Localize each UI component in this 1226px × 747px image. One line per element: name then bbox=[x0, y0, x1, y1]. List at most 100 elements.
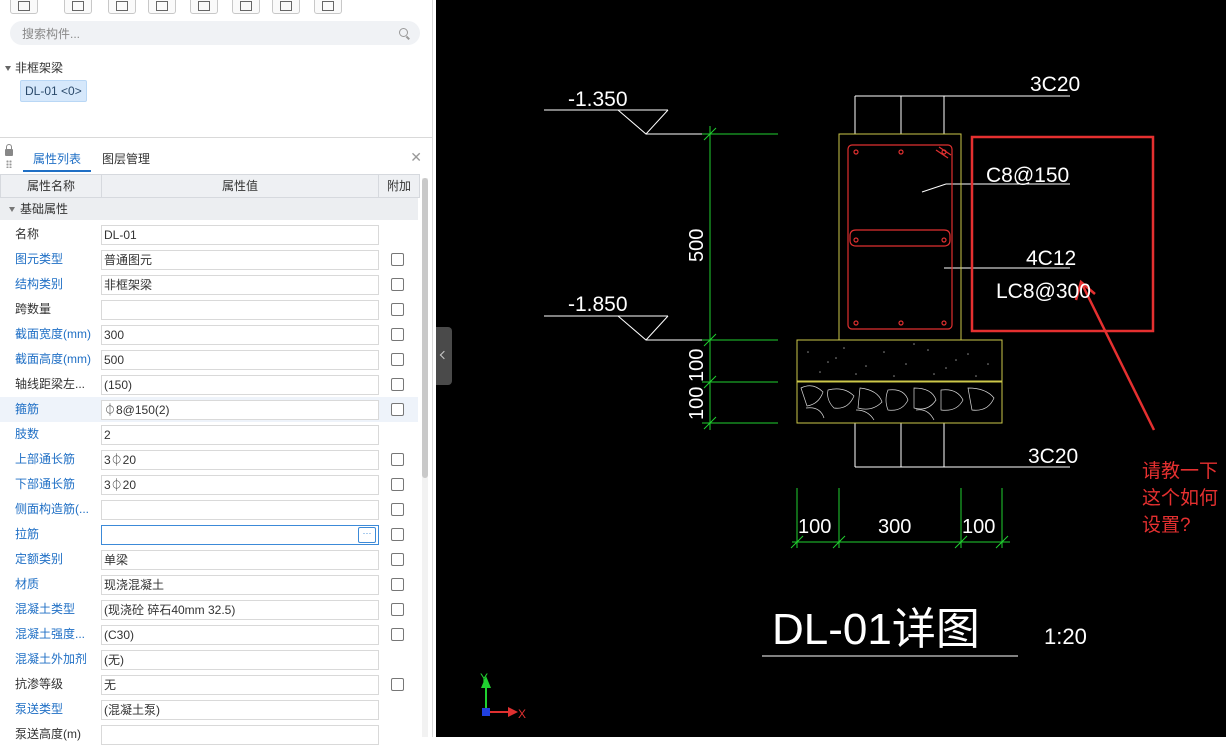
cad-canvas[interactable]: -1.350 -1.850 3C20 C8@150 4C12 LC8@300 3… bbox=[436, 0, 1226, 737]
extra-checkbox[interactable] bbox=[391, 278, 404, 291]
property-value-field[interactable]: 非框架梁 bbox=[101, 275, 379, 295]
extra-checkbox[interactable] bbox=[391, 253, 404, 266]
property-name: 混凝土外加剂 bbox=[15, 652, 88, 666]
extra-checkbox[interactable] bbox=[391, 303, 404, 316]
property-value-field[interactable]: 无 bbox=[101, 675, 379, 695]
table-row[interactable]: 侧面构造筋(... bbox=[0, 497, 418, 522]
delete-icon[interactable] bbox=[108, 0, 136, 14]
property-value-field[interactable] bbox=[101, 300, 379, 320]
layer-icon[interactable] bbox=[272, 0, 300, 14]
extra-checkbox[interactable] bbox=[391, 328, 404, 341]
search-input[interactable] bbox=[20, 24, 394, 44]
extra-checkbox[interactable] bbox=[391, 478, 404, 491]
scrollbar-thumb[interactable] bbox=[422, 178, 428, 478]
property-name: 混凝土类型 bbox=[15, 602, 76, 616]
chevron-down-icon[interactable] bbox=[9, 207, 15, 213]
drag-handle-icon[interactable] bbox=[6, 160, 12, 168]
property-value-field[interactable]: 现浇混凝土 bbox=[101, 575, 379, 595]
table-row[interactable]: 拉筋··· bbox=[0, 522, 418, 547]
extra-checkbox[interactable] bbox=[391, 628, 404, 641]
table-row[interactable]: 截面高度(mm)500 bbox=[0, 347, 418, 372]
extra-checkbox[interactable] bbox=[391, 603, 404, 616]
property-name: 截面宽度(mm) bbox=[15, 327, 91, 341]
paste-icon[interactable] bbox=[148, 0, 176, 14]
property-value-field[interactable]: 单梁 bbox=[101, 550, 379, 570]
group-basic[interactable]: 基础属性 bbox=[0, 198, 418, 220]
table-row[interactable]: 肢数 2 bbox=[0, 422, 418, 447]
property-name: 下部通长筋 bbox=[15, 477, 76, 491]
table-row[interactable]: 混凝土外加剂 (无) bbox=[0, 647, 418, 672]
table-row[interactable]: 下部通长筋 3⏀20 bbox=[0, 472, 418, 497]
table-row[interactable]: 图元类型普通图元 bbox=[0, 247, 418, 272]
property-value-field[interactable]: (混凝土泵) bbox=[101, 700, 379, 720]
property-value-field[interactable]: 500 bbox=[101, 350, 379, 370]
table-row[interactable]: 定额类别单梁 bbox=[0, 547, 418, 572]
search-icon[interactable] bbox=[399, 28, 408, 37]
lock-icon[interactable] bbox=[5, 144, 13, 156]
tie-label: LC8@300 bbox=[996, 280, 1091, 303]
property-value-field[interactable]: ⏀8@150(2) bbox=[101, 400, 379, 420]
property-value-text: (现浇砼 碎石40mm 32.5) bbox=[104, 603, 236, 617]
property-value-field[interactable]: 普通图元 bbox=[101, 250, 379, 270]
panel-collapse-handle[interactable] bbox=[436, 327, 452, 385]
property-value-field[interactable]: 3⏀20 bbox=[101, 450, 379, 470]
property-value-field[interactable] bbox=[101, 500, 379, 520]
extra-checkbox[interactable] bbox=[391, 453, 404, 466]
table-row[interactable]: 截面宽度(mm) 300 bbox=[0, 322, 418, 347]
extra-checkbox[interactable] bbox=[391, 353, 404, 366]
table-row[interactable]: 泵送类型(混凝土泵) bbox=[0, 697, 418, 722]
property-name: 材质 bbox=[15, 577, 40, 591]
table-row[interactable]: 结构类别非框架梁 bbox=[0, 272, 418, 297]
property-value-field[interactable] bbox=[101, 725, 379, 745]
table-row[interactable]: 混凝土类型 (现浇砼 碎石40mm 32.5) bbox=[0, 597, 418, 622]
header-extra: 附加 bbox=[386, 179, 411, 193]
table-row[interactable]: 箍筋⏀8@150(2) bbox=[0, 397, 418, 422]
copy-floor-icon[interactable] bbox=[190, 0, 218, 14]
property-value-field[interactable]: 2 bbox=[101, 425, 379, 445]
tab-layer-management[interactable]: 图层管理 bbox=[102, 152, 151, 166]
extra-checkbox[interactable] bbox=[391, 528, 404, 541]
extra-checkbox[interactable] bbox=[391, 403, 404, 416]
toolbar bbox=[0, 0, 432, 14]
property-value-field[interactable]: (现浇砼 碎石40mm 32.5) bbox=[101, 600, 379, 620]
extra-checkbox[interactable] bbox=[391, 378, 404, 391]
scrollbar[interactable] bbox=[422, 178, 428, 737]
property-value-field[interactable]: ··· bbox=[101, 525, 379, 545]
divider bbox=[0, 137, 432, 138]
table-row[interactable]: 泵送高度(m) bbox=[0, 722, 418, 747]
property-value-field[interactable]: 3⏀20 bbox=[101, 475, 379, 495]
extra-checkbox[interactable] bbox=[391, 553, 404, 566]
tree-item-dl01[interactable]: DL-01 <0> bbox=[20, 80, 87, 102]
table-row[interactable]: 材质 现浇混凝土 bbox=[0, 572, 418, 597]
export-icon[interactable] bbox=[314, 0, 342, 14]
property-value-text: (混凝土泵) bbox=[104, 703, 160, 717]
dim-width-mid: 300 bbox=[878, 516, 911, 538]
chevron-down-icon[interactable] bbox=[5, 66, 11, 72]
property-value-text: 普通图元 bbox=[104, 253, 153, 267]
group-label: 基础属性 bbox=[20, 202, 69, 216]
new-icon[interactable] bbox=[10, 0, 38, 14]
extra-checkbox[interactable] bbox=[391, 678, 404, 691]
tree-root[interactable]: 非框架梁 bbox=[5, 59, 63, 76]
table-row[interactable]: 混凝土强度...(C30) bbox=[0, 622, 418, 647]
property-value-field[interactable]: (无) bbox=[101, 650, 379, 670]
property-value-text: (150) bbox=[104, 378, 133, 392]
tab-property-list[interactable]: 属性列表 bbox=[23, 148, 92, 172]
copy-icon[interactable] bbox=[64, 0, 92, 14]
table-row[interactable]: 抗渗等级无 bbox=[0, 672, 418, 697]
property-value-field[interactable]: (C30) bbox=[101, 625, 379, 645]
property-value-field[interactable]: (150) bbox=[101, 375, 379, 395]
extra-checkbox[interactable] bbox=[391, 503, 404, 516]
dim-width-right: 100 bbox=[962, 516, 995, 538]
extra-checkbox[interactable] bbox=[391, 578, 404, 591]
more-options-icon[interactable]: ··· bbox=[358, 527, 376, 543]
property-name: 肢数 bbox=[15, 427, 40, 441]
table-row[interactable]: 跨数量 bbox=[0, 297, 418, 322]
table-row[interactable]: 轴线距梁左...(150) bbox=[0, 372, 418, 397]
edit-icon[interactable] bbox=[232, 0, 260, 14]
property-value-field[interactable]: DL-01 bbox=[101, 225, 379, 245]
property-value-field[interactable]: 300 bbox=[101, 325, 379, 345]
close-icon[interactable]: ✕ bbox=[410, 149, 422, 165]
